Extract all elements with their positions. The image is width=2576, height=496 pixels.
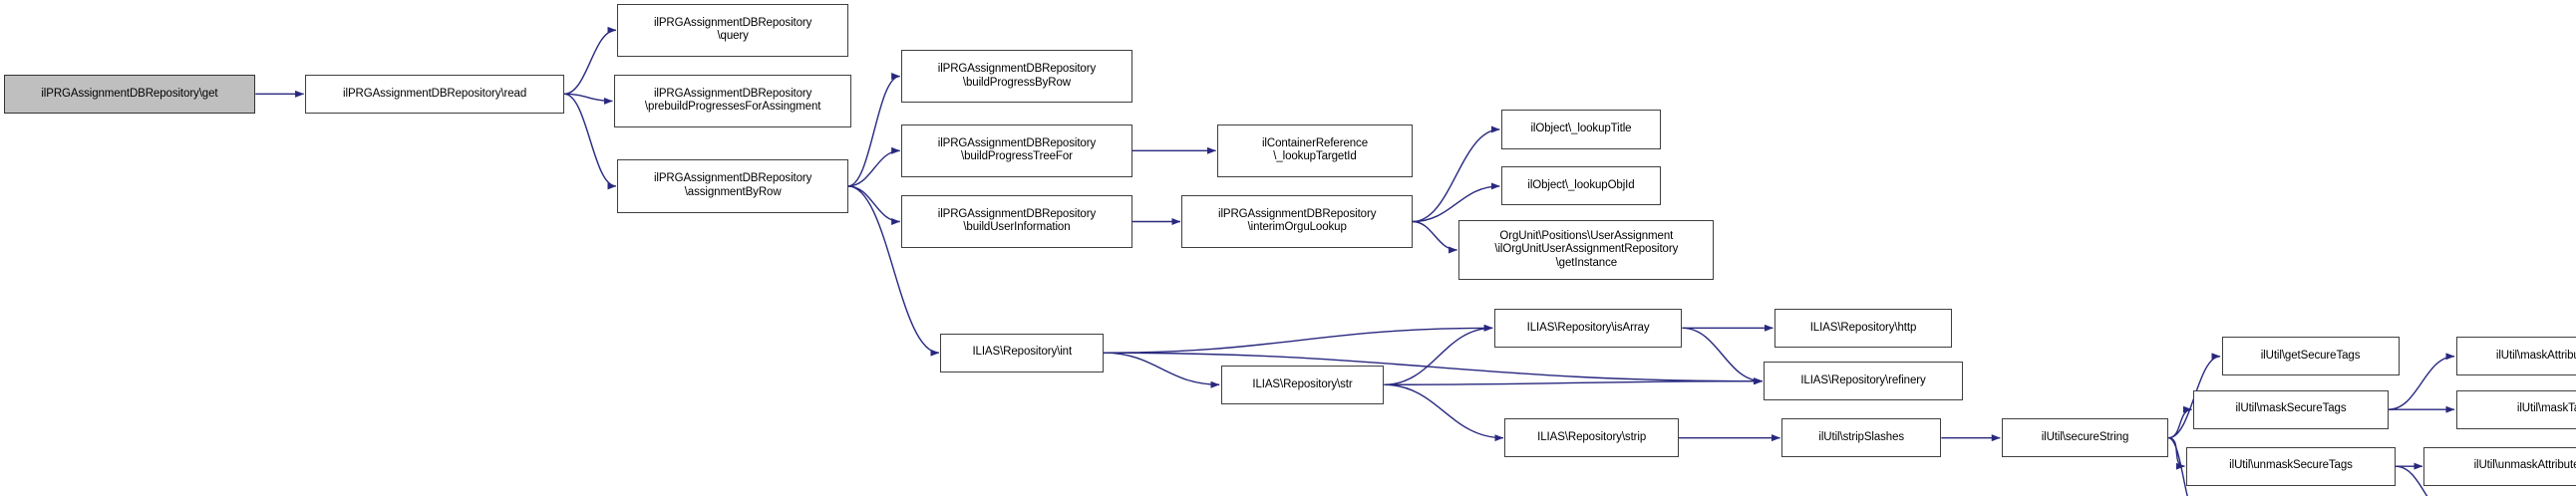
graph-node-label: ilPRGAssignmentDBRepository \buildProgre…	[937, 136, 1097, 163]
graph-node-label: ilPRGAssignmentDBRepository \assignmentB…	[653, 172, 812, 198]
graph-node-label: ilPRGAssignmentDBRepository \prebuildPro…	[644, 87, 821, 114]
graph-node[interactable]: ilObject\_lookupTitle	[1500, 110, 1662, 149]
graph-node[interactable]: ilUtil\unmaskAttributeTag	[2423, 446, 2576, 486]
graph-edge	[1104, 324, 1493, 354]
graph-edge	[2168, 436, 2185, 470]
graph-node-label: ilPRGAssignmentDBRepository \interimOrgu…	[1217, 207, 1377, 234]
graph-edge	[563, 26, 617, 96]
graph-node-label: ILIAS\Repository\isArray	[1526, 321, 1650, 334]
graph-edge	[1412, 125, 1500, 223]
graph-edge	[1384, 383, 1504, 442]
graph-node[interactable]: ilUtil\getSecureTags	[2221, 337, 2400, 376]
graph-node-label: ilObject\_lookupTitle	[1530, 123, 1632, 135]
graph-node[interactable]: ilPRGAssignmentDBRepository \buildUserIn…	[901, 194, 1132, 249]
graph-edge	[847, 73, 901, 187]
graph-node[interactable]: ILIAS\Repository\refinery	[1764, 362, 1963, 401]
graph-edge	[1682, 327, 1764, 385]
graph-edge	[1104, 352, 1220, 388]
graph-node[interactable]: ilPRGAssignmentDBRepository \buildProgre…	[901, 124, 1132, 177]
graph-edge	[1412, 182, 1500, 223]
graph-node[interactable]: ILIAS\Repository\str	[1220, 365, 1385, 404]
graph-edge	[1384, 377, 1764, 385]
graph-node[interactable]: ilUtil\maskTag	[2455, 389, 2576, 429]
graph-edge	[1412, 220, 1458, 254]
graph-edge	[847, 185, 901, 225]
graph-node-label: ilUtil\unmaskAttributeTag	[2473, 459, 2576, 472]
graph-node[interactable]: ilUtil\maskSecureTags	[2193, 389, 2389, 429]
graph-node[interactable]: ilPRGAssignmentDBRepository \buildProgre…	[901, 49, 1132, 104]
graph-node-label: ILIAS\Repository\int	[972, 346, 1073, 359]
graph-node[interactable]: ilPRGAssignmentDBRepository \assignmentB…	[617, 159, 848, 213]
graph-node-label: OrgUnit\Positions\UserAssignment \ilOrgU…	[1494, 229, 1679, 269]
graph-node-label: ILIAS\Repository\refinery	[1800, 373, 1926, 386]
graph-node[interactable]: ilPRGAssignmentDBRepository\read	[305, 74, 565, 114]
graph-edge	[564, 93, 613, 105]
graph-node-label: ilPRGAssignmentDBRepository\get	[41, 87, 218, 100]
graph-node-label: ilPRGAssignmentDBRepository\read	[343, 87, 527, 100]
graph-edge	[563, 93, 617, 190]
graph-node-label: ilUtil\maskTag	[2516, 402, 2576, 415]
graph-edge	[1104, 352, 1764, 385]
graph-node[interactable]: ilUtil\maskAttributeTag	[2455, 337, 2576, 376]
graph-node[interactable]: ilUtil\unmaskSecureTags	[2185, 446, 2396, 486]
graph-node-label: ilContainerReference \_lookupTargetId	[1261, 136, 1368, 163]
graph-node[interactable]: ilUtil\stripSlashes	[1781, 418, 1942, 458]
graph-node[interactable]: ILIAS\Repository\isArray	[1493, 308, 1683, 348]
graph-node-label: ilUtil\maskAttributeTag	[2495, 350, 2576, 363]
graph-node-label: ILIAS\Repository\strip	[1537, 430, 1647, 443]
graph-node[interactable]: ILIAS\Repository\strip	[1504, 418, 1679, 458]
graph-node-label: ilObject\_lookupObjId	[1527, 179, 1635, 192]
graph-node-label: ILIAS\Repository\http	[1809, 321, 1917, 334]
graph-node[interactable]: ilContainerReference \_lookupTargetId	[1217, 124, 1413, 177]
graph-edge	[847, 146, 901, 187]
graph-node-label: ilUtil\stripSlashes	[1818, 430, 1905, 443]
graph-node[interactable]: ilPRGAssignmentDBRepository \interimOrgu…	[1181, 194, 1413, 249]
graph-node[interactable]: ilUtil\secureString	[2001, 418, 2169, 458]
graph-node-label: ILIAS\Repository\str	[1252, 377, 1353, 390]
graph-node-root[interactable]: ilPRGAssignmentDBRepository\get	[3, 74, 256, 114]
graph-node-label: ilPRGAssignmentDBRepository \buildUserIn…	[937, 207, 1097, 234]
graph-node[interactable]: OrgUnit\Positions\UserAssignment \ilOrgU…	[1458, 219, 1715, 281]
graph-node-label: ilUtil\secureString	[2041, 430, 2129, 443]
graph-edge	[1384, 324, 1493, 385]
graph-node-label: ilUtil\getSecureTags	[2260, 350, 2361, 363]
graph-node-label: ilPRGAssignmentDBRepository \buildProgre…	[937, 63, 1097, 89]
graph-node[interactable]: ILIAS\Repository\int	[940, 333, 1105, 372]
graph-node[interactable]: ilPRGAssignmentDBRepository \prebuildPro…	[613, 74, 852, 128]
graph-node[interactable]: ilPRGAssignmentDBRepository \query	[617, 3, 848, 57]
graph-edge	[2168, 405, 2192, 439]
graph-node-label: ilUtil\maskSecureTags	[2235, 402, 2347, 415]
graph-node[interactable]: ILIAS\Repository\http	[1774, 308, 1952, 348]
graph-node[interactable]: ilObject\_lookupObjId	[1500, 166, 1662, 206]
graph-node-label: ilUtil\unmaskSecureTags	[2229, 459, 2353, 472]
graph-node-label: ilPRGAssignmentDBRepository \query	[653, 16, 812, 43]
